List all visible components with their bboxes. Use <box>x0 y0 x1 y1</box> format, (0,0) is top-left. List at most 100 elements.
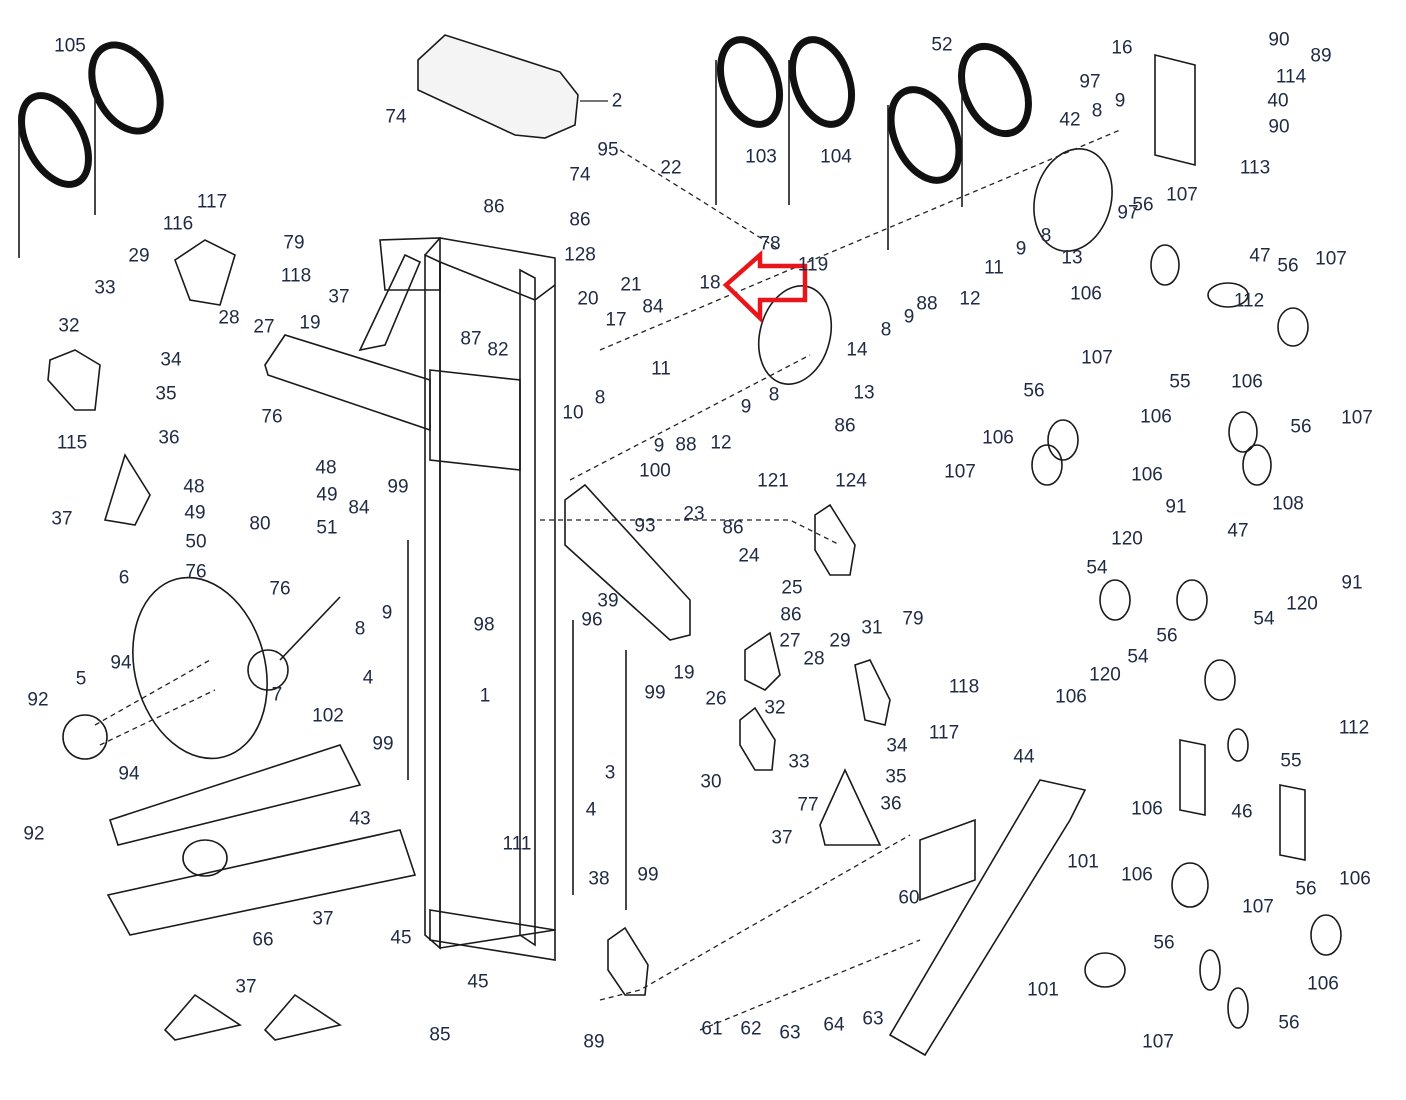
part-label-21: 21 <box>620 274 642 296</box>
top-cap-part-2 <box>417 34 579 139</box>
part-label-23: 23 <box>683 503 705 525</box>
part-label-106: 106 <box>1131 464 1163 486</box>
part-label-94: 94 <box>118 763 140 785</box>
part-label-118: 118 <box>948 676 980 698</box>
part-label-63: 63 <box>862 1008 884 1030</box>
part-label-112: 112 <box>1338 717 1370 739</box>
part-label-56: 56 <box>1278 1012 1300 1034</box>
bracket-60 <box>919 818 976 902</box>
part-label-9: 9 <box>740 396 752 418</box>
pulley-cover-30 <box>739 706 776 771</box>
part-label-54: 54 <box>1253 608 1275 630</box>
part-label-117: 117 <box>928 722 960 744</box>
part-label-9: 9 <box>1015 238 1027 260</box>
part-label-124: 124 <box>835 470 867 492</box>
part-label-89: 89 <box>583 1031 605 1053</box>
part-label-86: 86 <box>569 209 591 231</box>
part-label-116: 116 <box>162 213 194 235</box>
foot-cover-102 <box>108 744 362 846</box>
part-label-95: 95 <box>597 139 619 161</box>
part-label-11: 11 <box>984 257 1004 279</box>
part-label-27: 27 <box>253 316 275 338</box>
part-label-47: 47 <box>1227 520 1249 542</box>
part-label-104: 104 <box>820 146 852 168</box>
part-label-87: 87 <box>460 328 482 350</box>
part-label-121: 121 <box>757 470 789 492</box>
handles-37 <box>103 253 882 1041</box>
part-label-9: 9 <box>381 602 393 624</box>
cable-loops-103-104 <box>715 36 855 205</box>
part-label-93: 93 <box>634 515 656 537</box>
part-label-13: 13 <box>1061 247 1083 269</box>
part-label-106: 106 <box>1339 868 1371 890</box>
part-label-6: 6 <box>118 567 130 589</box>
part-label-107: 107 <box>1081 347 1113 369</box>
part-label-49: 49 <box>316 484 338 506</box>
part-label-120: 120 <box>1111 528 1143 550</box>
part-label-30: 30 <box>700 771 722 793</box>
part-label-106: 106 <box>1131 798 1163 820</box>
highlight-arrow <box>722 250 808 324</box>
part-label-1: 1 <box>479 685 491 707</box>
part-label-40: 40 <box>1267 90 1289 112</box>
part-label-50: 50 <box>185 531 207 553</box>
part-label-8: 8 <box>354 618 366 640</box>
part-label-107: 107 <box>1242 896 1274 918</box>
part-label-91: 91 <box>1165 496 1187 518</box>
part-label-14: 14 <box>846 339 868 361</box>
part-label-54: 54 <box>1086 557 1108 579</box>
part-label-35: 35 <box>885 766 907 788</box>
part-label-106: 106 <box>1121 864 1153 886</box>
part-label-34: 34 <box>886 735 908 757</box>
part-label-105: 105 <box>54 35 86 57</box>
part-label-77: 77 <box>797 794 819 816</box>
part-label-61: 61 <box>701 1018 723 1040</box>
part-label-89: 89 <box>1310 45 1332 67</box>
pulley-cluster <box>758 53 1342 1029</box>
part-label-56: 56 <box>1277 255 1299 277</box>
part-label-111: 111 <box>502 833 532 855</box>
part-label-8: 8 <box>1091 100 1103 122</box>
part-label-86: 86 <box>722 517 744 539</box>
part-label-9: 9 <box>653 435 665 457</box>
part-label-28: 28 <box>218 307 240 329</box>
part-label-42: 42 <box>1059 109 1081 131</box>
part-label-100: 100 <box>639 460 671 482</box>
part-label-20: 20 <box>577 288 599 310</box>
part-label-56: 56 <box>1156 625 1178 647</box>
part-label-64: 64 <box>823 1014 845 1036</box>
part-label-36: 36 <box>880 793 902 815</box>
part-label-106: 106 <box>1307 973 1339 995</box>
part-label-29: 29 <box>128 245 150 267</box>
part-label-107: 107 <box>1315 248 1347 270</box>
pulley-cover-26 <box>744 631 781 691</box>
part-label-118: 118 <box>280 265 312 287</box>
hub-plate-7 <box>247 649 289 691</box>
part-label-90: 90 <box>1268 29 1290 51</box>
part-label-128: 128 <box>564 244 596 266</box>
part-label-120: 120 <box>1286 593 1318 615</box>
part-label-36: 36 <box>158 427 180 449</box>
part-label-92: 92 <box>27 689 49 711</box>
part-label-28: 28 <box>803 648 825 670</box>
part-label-74: 74 <box>385 106 407 128</box>
part-label-101: 101 <box>1027 979 1059 1001</box>
part-label-90: 90 <box>1268 116 1290 138</box>
part-label-11: 11 <box>651 358 671 380</box>
part-label-35: 35 <box>155 383 177 405</box>
part-label-78: 78 <box>759 233 781 255</box>
part-label-97: 97 <box>1079 71 1101 93</box>
pulley-cover-115 <box>47 349 101 411</box>
part-label-12: 12 <box>959 288 981 310</box>
arm-part-19-right <box>564 483 691 641</box>
part-label-3: 3 <box>604 762 616 784</box>
part-label-24: 24 <box>738 545 760 567</box>
main-frame-part-1 <box>379 237 556 961</box>
part-label-44: 44 <box>1013 746 1035 768</box>
part-label-34: 34 <box>160 349 182 371</box>
part-label-8: 8 <box>768 384 780 406</box>
part-label-18: 18 <box>699 272 721 294</box>
part-label-82: 82 <box>487 339 509 361</box>
part-label-86: 86 <box>483 196 505 218</box>
part-label-33: 33 <box>94 277 116 299</box>
